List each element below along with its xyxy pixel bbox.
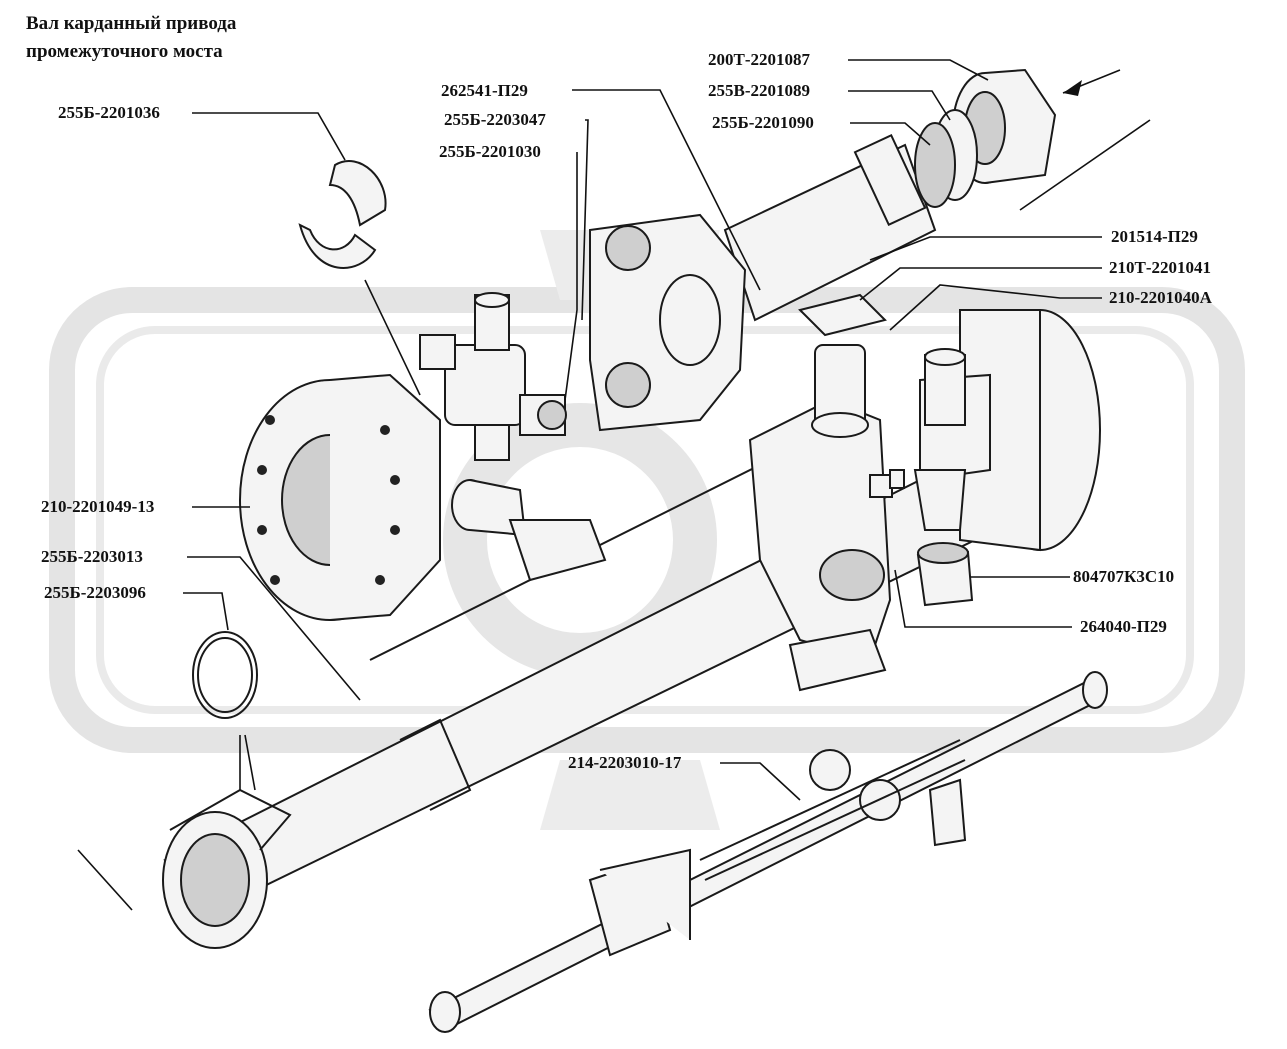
part-label-oil-seal: 255Б-2201036 xyxy=(58,103,160,122)
part-label-washer: 255Б-2201090 xyxy=(712,113,814,132)
oil-seal-halves xyxy=(298,160,387,269)
part-label-dust-cap: 200Т-2201087 xyxy=(708,50,810,69)
part-label-grease-fitting: 264040-П29 xyxy=(1080,617,1167,636)
part-label-lock-plate: 210Т-2201041 xyxy=(1109,258,1211,277)
grease-fitting xyxy=(869,469,905,498)
part-label-cross: 255Б-2203047 xyxy=(444,110,546,129)
needle-bearing xyxy=(451,479,607,582)
axis-lines xyxy=(77,69,1151,911)
diagram-title: Вал карданный привода промежуточного мос… xyxy=(26,10,236,66)
part-label-propeller-shaft-assembly: 214-2203010-17 xyxy=(568,753,682,772)
part-label-flange-yoke: 210-2201049-13 xyxy=(41,497,155,516)
part-label-cover: 210-2201040А xyxy=(1109,288,1212,307)
title-line-2: промежуточного моста xyxy=(26,41,223,62)
part-label-bearing-cap: 255Б-2201030 xyxy=(439,142,541,161)
part-label-o-ring: 255Б-2203096 xyxy=(44,583,146,602)
title-line-1: Вал карданный привода xyxy=(26,13,237,34)
bearing-cup xyxy=(916,542,974,607)
o-ring xyxy=(192,631,258,719)
flange-yoke xyxy=(239,373,441,621)
part-label-slip-yoke-bolt: 262541-П29 xyxy=(441,81,528,100)
weld-yoke xyxy=(748,293,892,692)
slip-yoke xyxy=(589,213,747,432)
leader-lines xyxy=(183,59,1102,801)
companion-flange xyxy=(913,309,1101,552)
universal-joint-cross xyxy=(419,292,567,461)
part-label-bolt: 201514-П29 xyxy=(1111,227,1198,246)
part-label-seal-ring: 255В-2201089 xyxy=(708,81,810,100)
part-label-needle-bearing: 804707К3С10 xyxy=(1073,567,1175,586)
assembly-overview xyxy=(428,671,1108,1033)
seal-rings xyxy=(914,109,978,208)
part-label-shaft: 255Б-2203013 xyxy=(41,547,143,566)
